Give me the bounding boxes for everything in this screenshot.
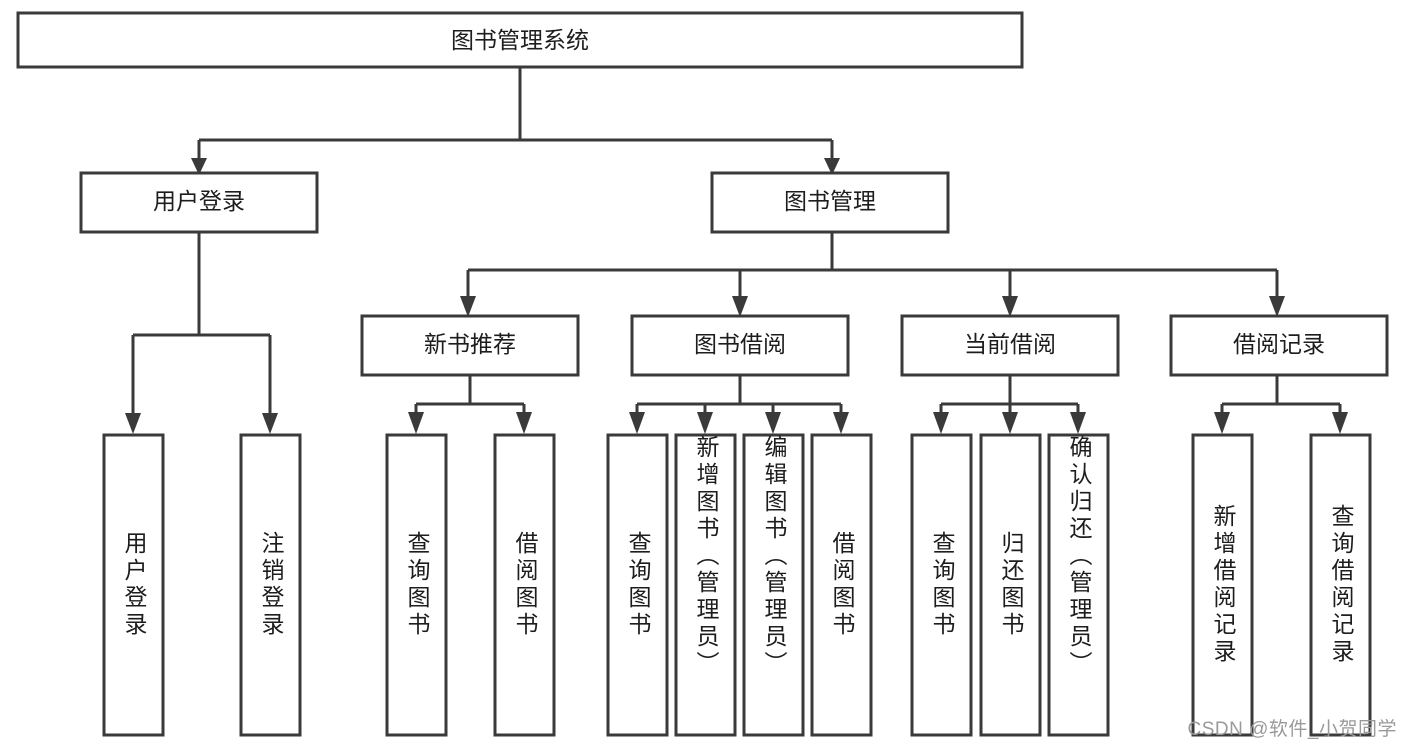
node-leaf-query-book-2[interactable] — [606, 433, 669, 737]
node-root[interactable]: 图书管理系统 — [16, 11, 1024, 69]
node-leaf-add-record[interactable] — [1191, 433, 1254, 737]
connector-currentborrow-to-leaves — [933, 375, 1086, 434]
node-user-login[interactable]: 用户登录 — [79, 171, 319, 234]
connector-userlogin-to-leaves — [125, 232, 278, 434]
node-root-label: 图书管理系统 — [451, 27, 589, 53]
node-current-borrow-label: 当前借阅 — [964, 331, 1056, 357]
node-leaf-edit-book[interactable] — [742, 433, 805, 737]
node-borrow-record-label: 借阅记录 — [1233, 331, 1325, 357]
node-book-borrow-label: 图书借阅 — [694, 331, 786, 357]
node-current-borrow[interactable]: 当前借阅 — [900, 314, 1120, 377]
node-leaf-query-record[interactable] — [1309, 433, 1372, 737]
connector-bookborrow-to-leaves — [629, 375, 849, 434]
connector-newbook-to-leaves — [408, 375, 532, 434]
node-book-manage-label: 图书管理 — [784, 188, 876, 214]
node-new-book-rec-label: 新书推荐 — [424, 331, 516, 357]
node-leaf-return-book[interactable] — [979, 433, 1042, 737]
connector-borrowrecord-to-leaves — [1214, 375, 1348, 434]
node-leaf-confirm-return[interactable] — [1047, 433, 1110, 737]
node-leaf-user-login[interactable] — [102, 433, 165, 737]
connector-bookmanage-to-level3 — [460, 232, 1285, 317]
watermark-text: CSDN @软件_小贺同学 — [1187, 719, 1397, 740]
node-leaf-borrow-book-1[interactable] — [493, 433, 556, 737]
node-book-borrow[interactable]: 图书借阅 — [630, 314, 850, 377]
node-leaf-add-book[interactable] — [674, 433, 737, 737]
connector-root-to-level2 — [191, 67, 840, 175]
node-user-login-label: 用户登录 — [153, 188, 245, 214]
node-leaf-user-logout[interactable] — [239, 433, 302, 737]
node-new-book-rec[interactable]: 新书推荐 — [360, 314, 580, 377]
node-borrow-record[interactable]: 借阅记录 — [1169, 314, 1389, 377]
node-leaf-query-book-1[interactable] — [385, 433, 448, 737]
node-leaf-borrow-book-2[interactable] — [810, 433, 873, 737]
node-leaf-query-book-3[interactable] — [910, 433, 973, 737]
node-book-manage[interactable]: 图书管理 — [710, 171, 950, 234]
